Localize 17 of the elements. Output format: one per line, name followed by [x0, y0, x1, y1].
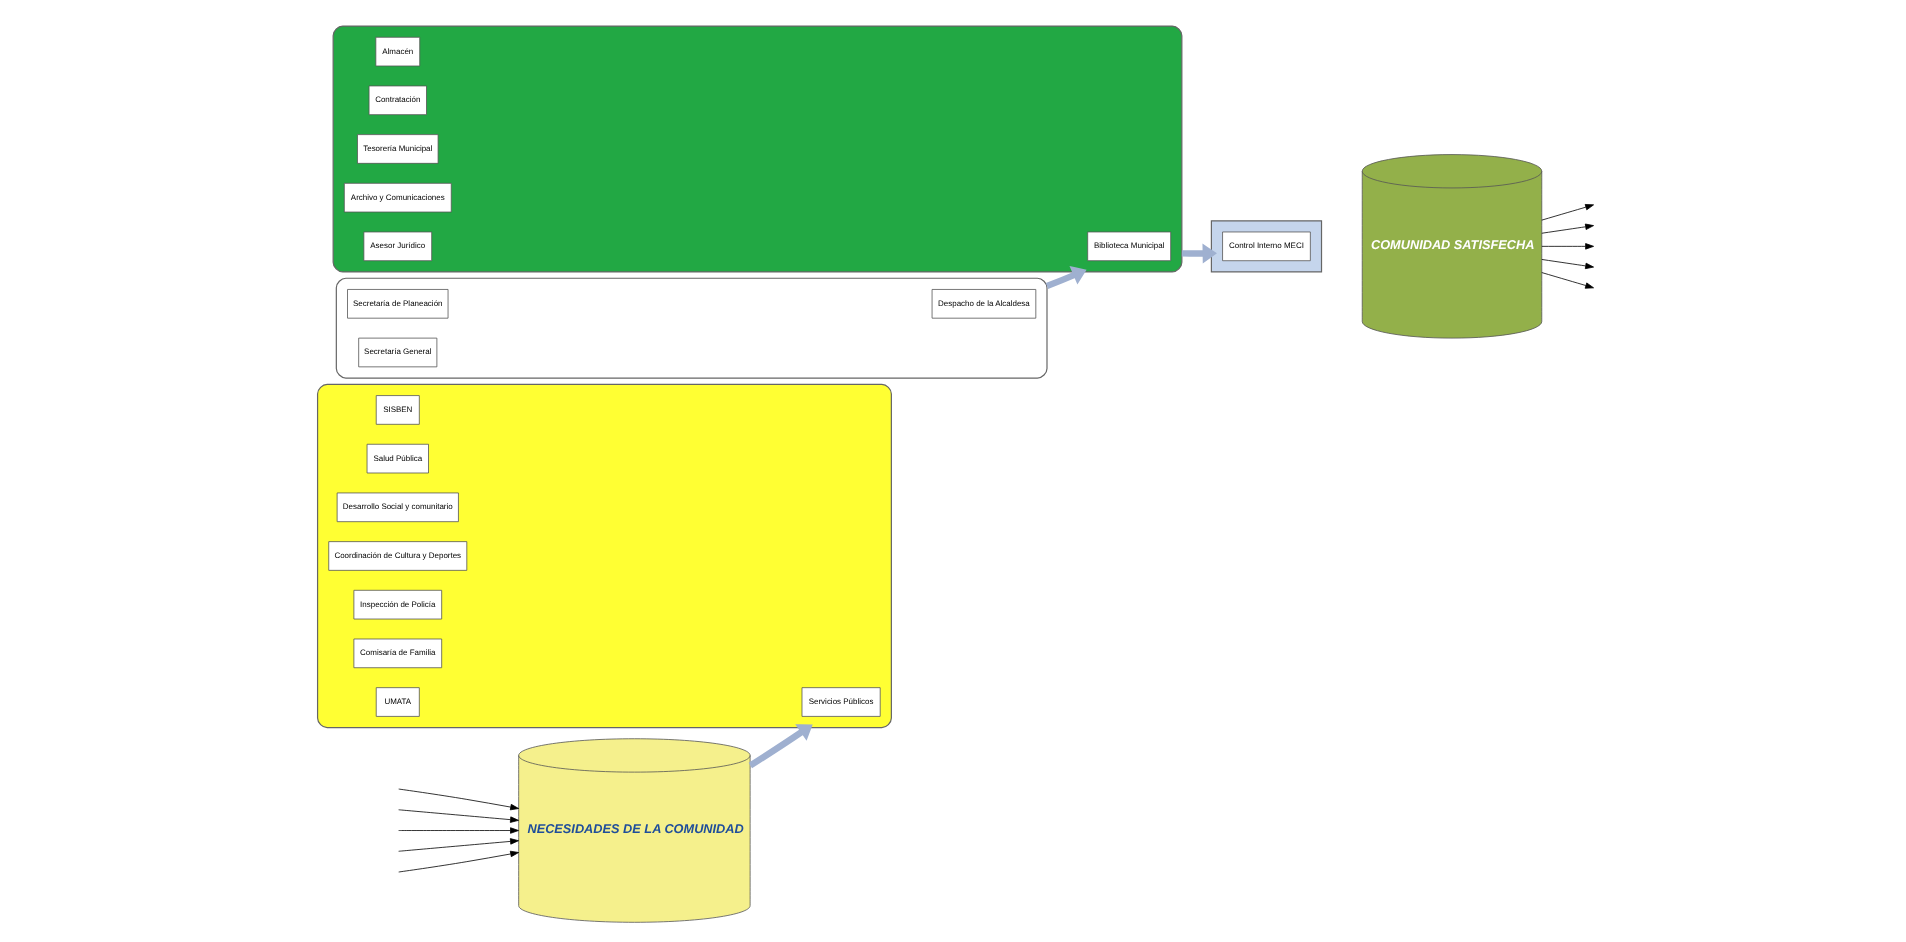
arrow	[1541, 223, 1594, 234]
arrow	[1181, 243, 1217, 264]
arrow	[398, 827, 519, 834]
arrow	[398, 850, 519, 873]
arrow	[398, 809, 519, 823]
arrow	[1541, 272, 1594, 289]
cluster	[316, 383, 892, 729]
arrow	[398, 838, 519, 852]
cluster	[332, 25, 1183, 273]
arrow	[748, 724, 813, 769]
arrow	[1541, 204, 1594, 221]
arrow	[398, 788, 519, 811]
cluster	[335, 277, 1048, 379]
arrow	[1045, 266, 1087, 289]
arrow	[1541, 259, 1594, 270]
cluster	[1210, 220, 1323, 273]
arrow	[1541, 243, 1594, 250]
